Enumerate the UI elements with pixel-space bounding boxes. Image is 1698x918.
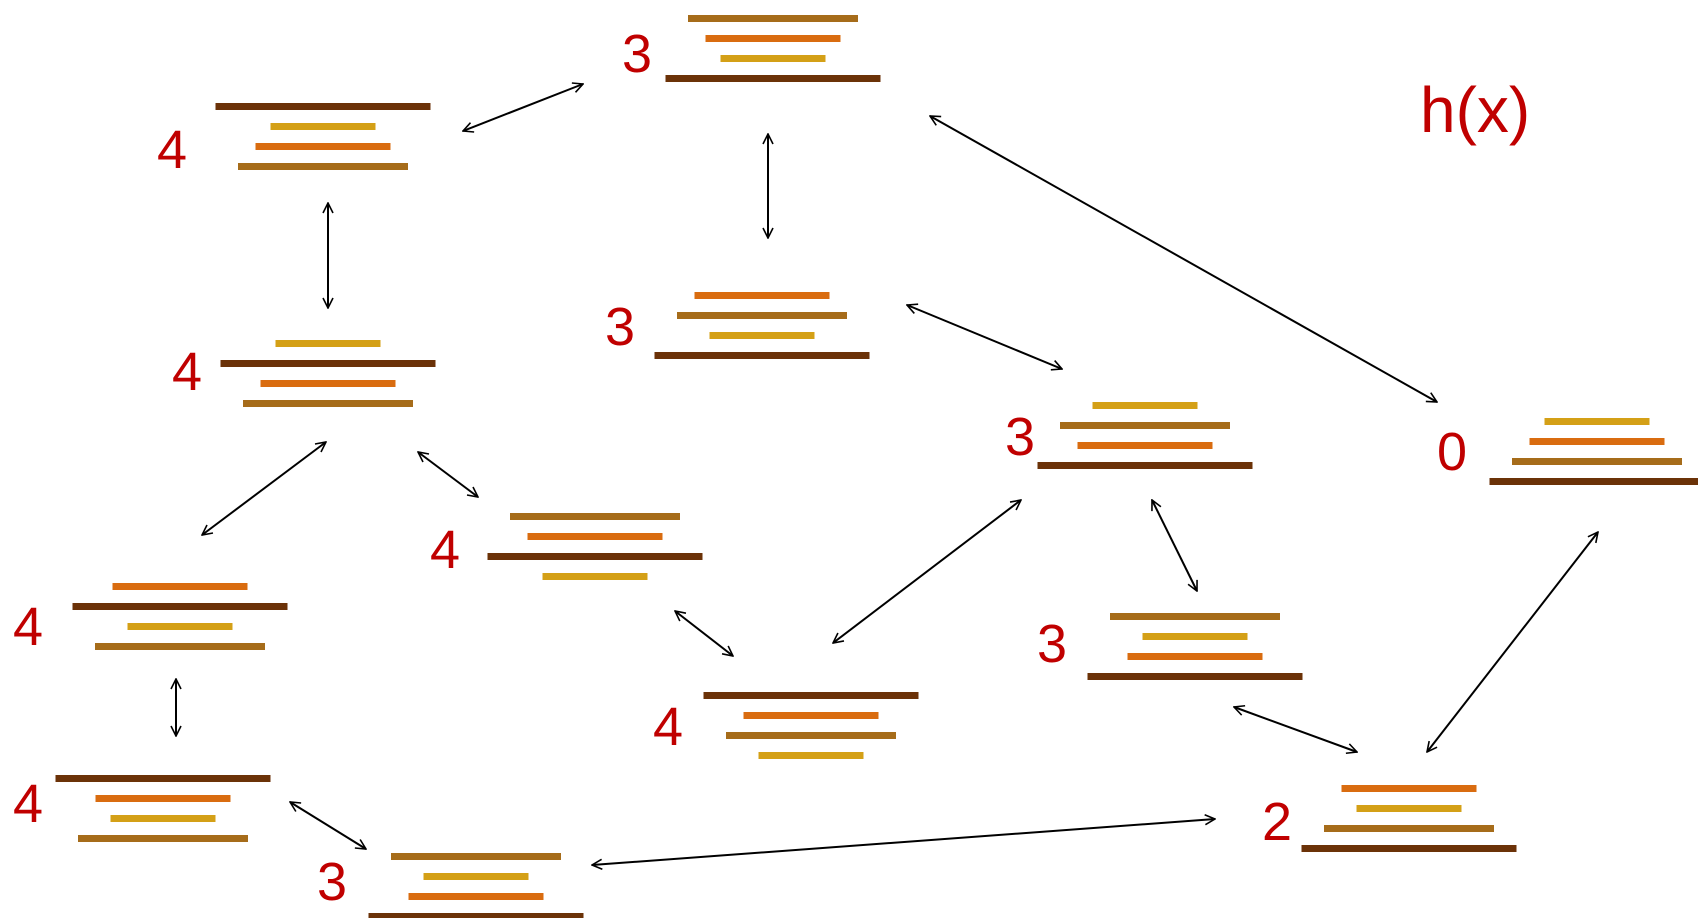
pancake-size-4 xyxy=(1301,845,1517,852)
pancake-size-3 xyxy=(1324,825,1494,832)
pancake-size-3 xyxy=(1060,422,1230,429)
heuristic-value-label: 3 xyxy=(622,24,652,84)
pancake-size-4 xyxy=(703,692,919,699)
pancake-size-3 xyxy=(78,835,248,842)
pancake-size-2 xyxy=(694,292,830,299)
pancake-size-4 xyxy=(1087,673,1303,680)
pancake-size-4 xyxy=(487,553,703,560)
pancake-states: 3 4 3 4 3 0 4 4 3 4 4 2 3 xyxy=(13,15,1698,918)
state-node-s5: 3 xyxy=(1005,402,1253,469)
heuristic-value-label: 3 xyxy=(317,852,347,912)
pancake-size-4 xyxy=(220,360,436,367)
pancake-size-3 xyxy=(510,513,680,520)
arrow-s2-s1 xyxy=(463,84,583,131)
arrow-s4-s8 xyxy=(202,442,326,535)
pancake-size-1 xyxy=(1544,418,1650,425)
pancake-size-2 xyxy=(1529,438,1665,445)
pancake-size-2 xyxy=(705,35,841,42)
pancake-size-1 xyxy=(709,332,815,339)
arrow-s5-s10 xyxy=(833,500,1021,643)
heuristic-value-label: 4 xyxy=(172,342,202,402)
pancake-size-3 xyxy=(677,312,847,319)
arrow-s9-s12 xyxy=(1234,707,1357,752)
heuristic-value-label: 4 xyxy=(653,697,683,757)
pancake-size-4 xyxy=(665,75,881,82)
pancake-size-3 xyxy=(391,853,561,860)
pancake-size-2 xyxy=(743,712,879,719)
pancake-size-2 xyxy=(255,143,391,150)
pancake-size-1 xyxy=(1092,402,1198,409)
state-node-s1: 3 xyxy=(622,15,881,84)
arrow-s5-s9 xyxy=(1151,500,1198,591)
pancake-size-1 xyxy=(110,815,216,822)
pancake-size-1 xyxy=(1356,805,1462,812)
pancake-size-3 xyxy=(243,400,413,407)
state-node-s12: 2 xyxy=(1262,785,1517,852)
pancake-size-1 xyxy=(542,573,648,580)
pancake-size-1 xyxy=(127,623,233,630)
arrow-s1-s6 xyxy=(930,116,1437,402)
heuristic-value-label: 0 xyxy=(1437,422,1467,482)
pancake-size-3 xyxy=(688,15,858,22)
arrow-s3-s5 xyxy=(907,305,1062,369)
pancake-size-3 xyxy=(95,643,265,650)
pancake-size-1 xyxy=(720,55,826,62)
pancake-size-2 xyxy=(95,795,231,802)
pancake-size-4 xyxy=(368,913,584,918)
pancake-size-3 xyxy=(726,732,896,739)
pancake-size-4 xyxy=(654,352,870,359)
pancake-size-3 xyxy=(1512,458,1682,465)
state-node-s7: 4 xyxy=(430,513,703,580)
pancake-size-4 xyxy=(1037,462,1253,469)
pancake-size-2 xyxy=(1077,442,1213,449)
pancake-size-1 xyxy=(275,340,381,347)
arrow-s7-s10 xyxy=(675,611,733,656)
pancake-size-1 xyxy=(423,873,529,880)
arrow-s4-s7 xyxy=(418,452,478,497)
arrow-s11-s13 xyxy=(290,802,366,849)
pancake-size-4 xyxy=(1489,478,1698,485)
pancake-size-2 xyxy=(1341,785,1477,792)
state-node-s2: 4 xyxy=(157,103,431,180)
pancake-size-2 xyxy=(260,380,396,387)
pancake-size-4 xyxy=(55,775,271,782)
pancake-size-3 xyxy=(1110,613,1280,620)
pancake-size-4 xyxy=(72,603,288,610)
heuristic-value-label: 4 xyxy=(13,774,43,834)
pancake-size-4 xyxy=(215,103,431,110)
state-node-s3: 3 xyxy=(605,292,870,359)
pancake-size-2 xyxy=(408,893,544,900)
heuristic-title: h(x) xyxy=(1420,74,1530,146)
heuristic-value-label: 4 xyxy=(157,120,187,180)
pancake-size-1 xyxy=(758,752,864,759)
state-node-s6: 0 xyxy=(1437,418,1698,485)
heuristic-value-label: 4 xyxy=(13,597,43,657)
arrow-s13-s12 xyxy=(592,819,1215,865)
state-node-s9: 3 xyxy=(1037,613,1303,680)
heuristic-value-label: 2 xyxy=(1262,792,1292,852)
heuristic-value-label: 3 xyxy=(1037,614,1067,674)
heuristic-value-label: 4 xyxy=(430,520,460,580)
state-node-s10: 4 xyxy=(653,692,919,759)
pancake-size-2 xyxy=(527,533,663,540)
arrow-s6-s12 xyxy=(1427,532,1598,752)
heuristic-value-label: 3 xyxy=(1005,407,1035,467)
heuristic-value-label: 3 xyxy=(605,297,635,357)
pancake-size-2 xyxy=(112,583,248,590)
state-node-s11: 4 xyxy=(13,774,271,842)
pancake-size-1 xyxy=(1142,633,1248,640)
pancake-size-2 xyxy=(1127,653,1263,660)
transition-arrows xyxy=(176,84,1598,865)
state-node-s13: 3 xyxy=(317,852,584,918)
state-node-s4: 4 xyxy=(172,340,436,407)
state-node-s8: 4 xyxy=(13,583,288,657)
pancake-size-1 xyxy=(270,123,376,130)
pancake-size-3 xyxy=(238,163,408,170)
